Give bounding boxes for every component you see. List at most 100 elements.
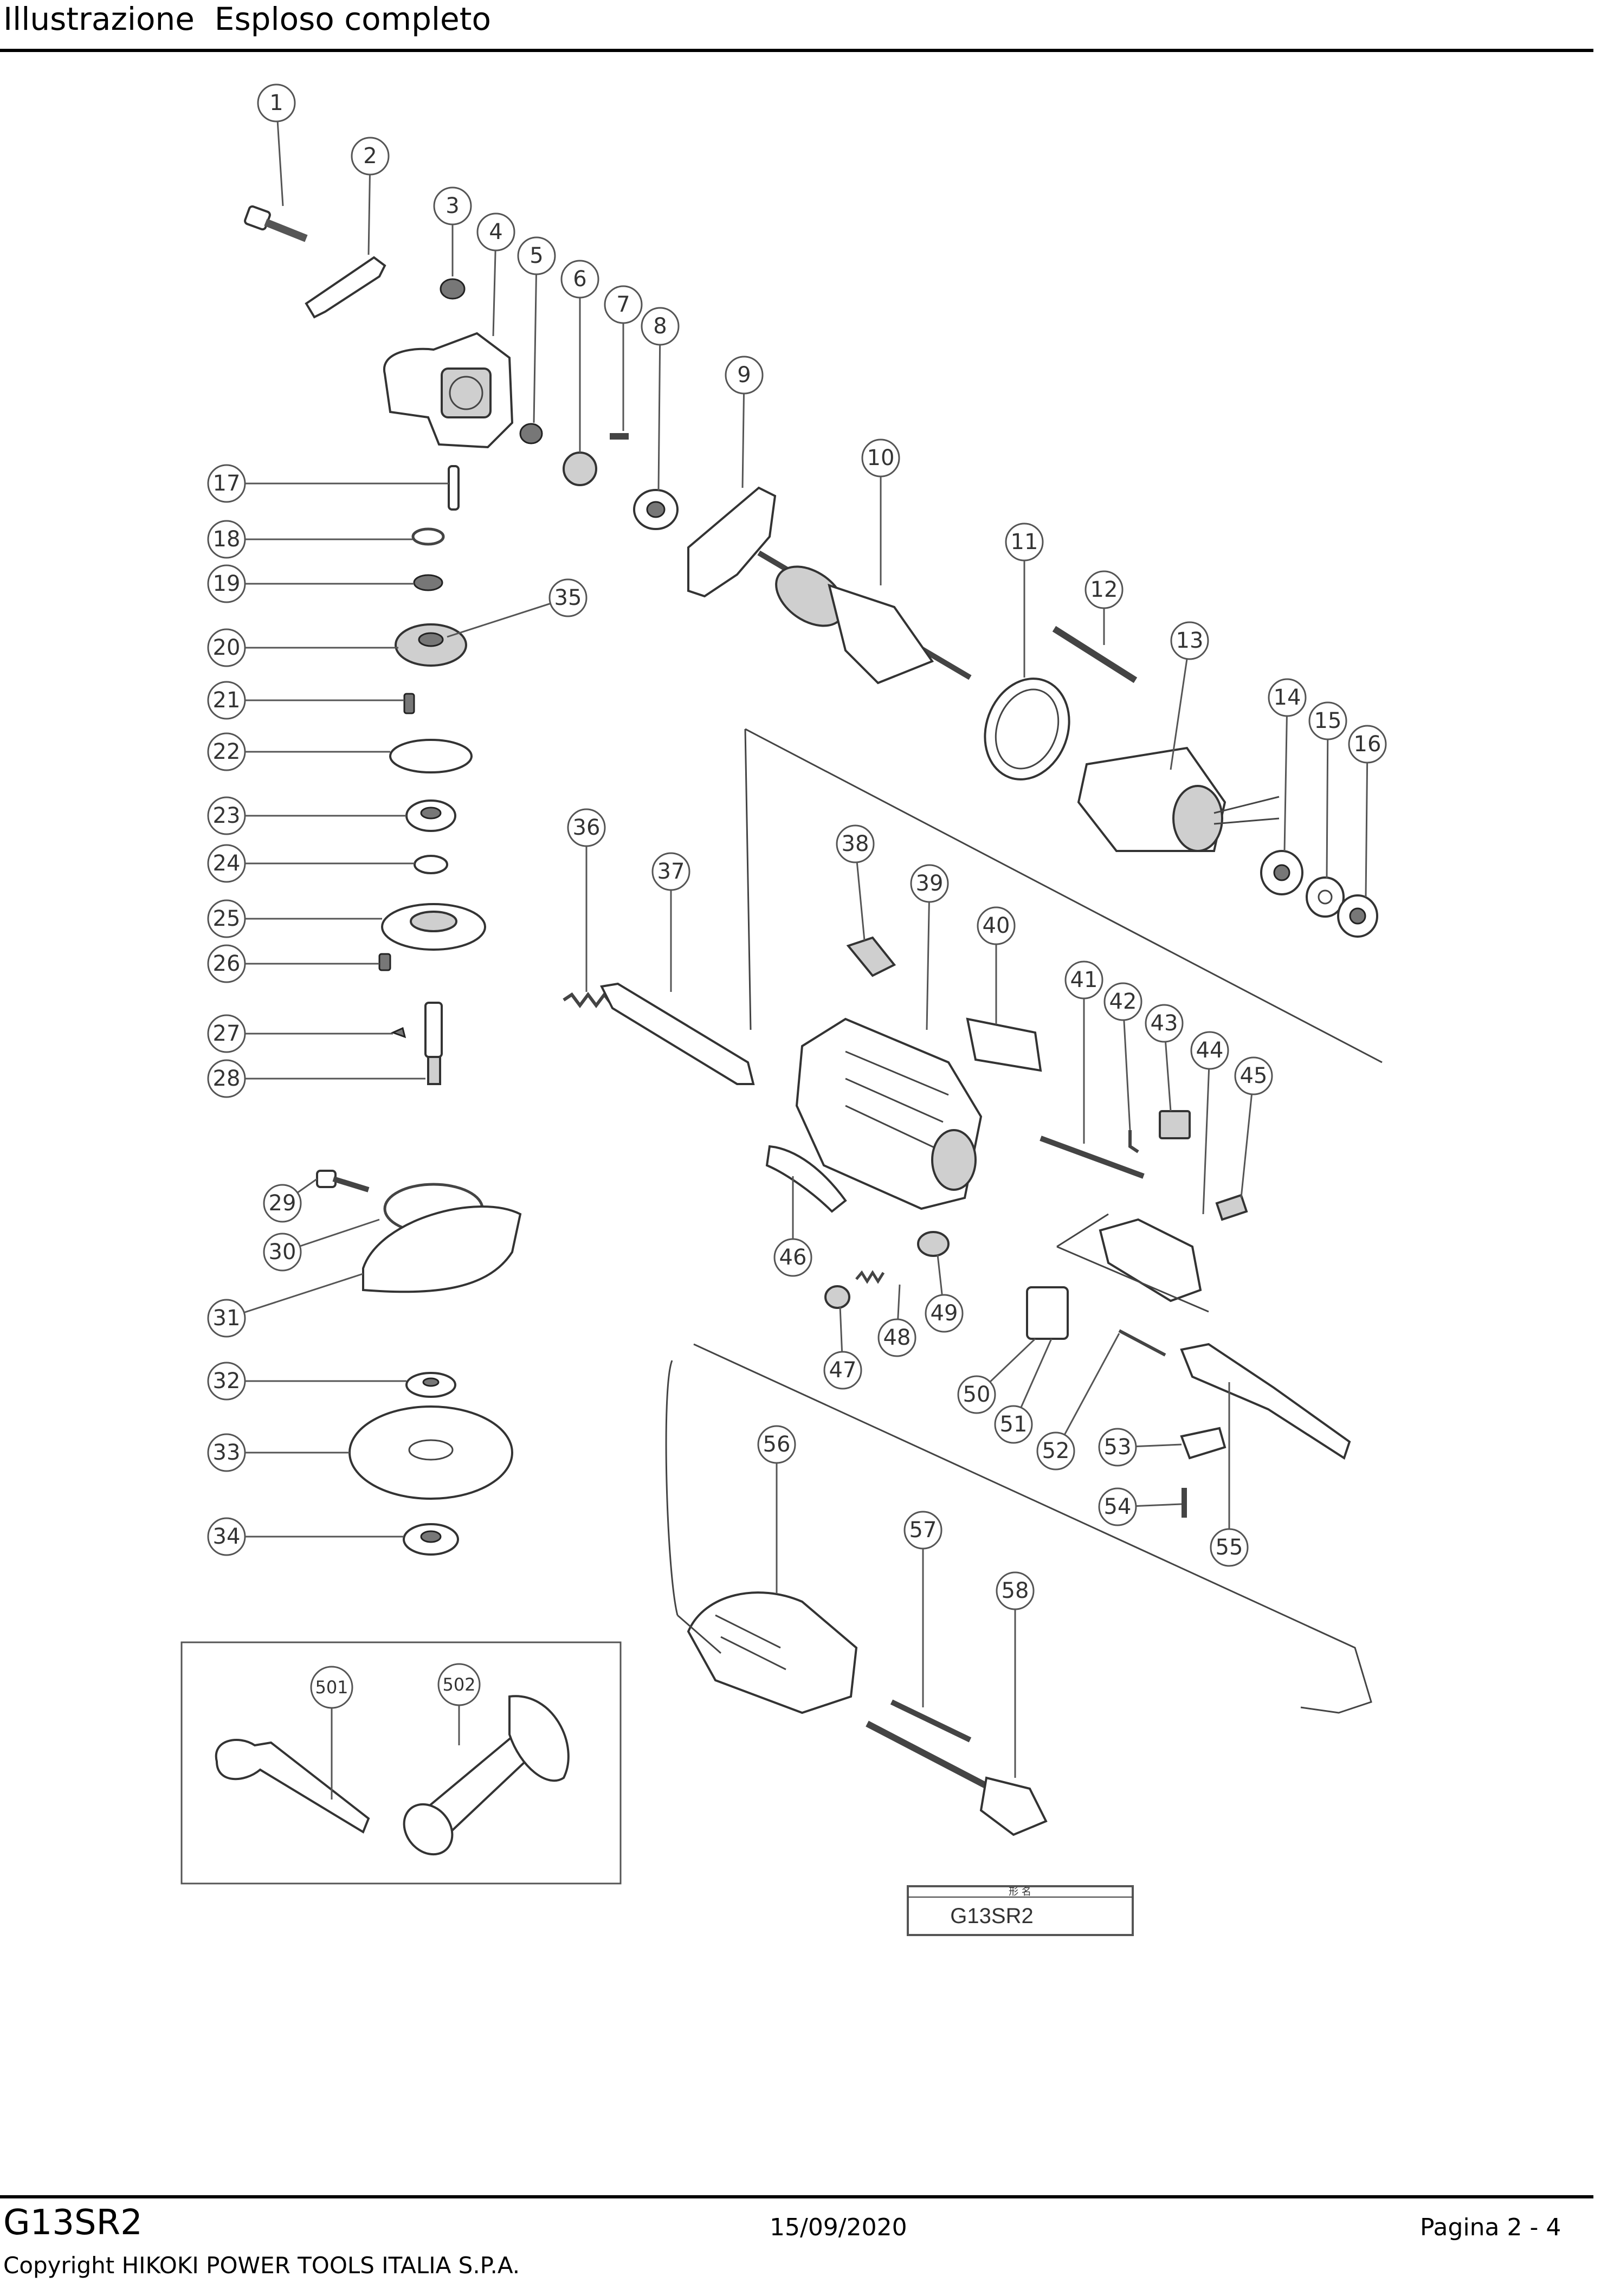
part-callout-53: 53 [1098, 1428, 1137, 1467]
part-callout-number: 47 [829, 1358, 857, 1383]
footer-date: 15/09/2020 [770, 2214, 907, 2241]
part-callout-circle [1103, 982, 1142, 1021]
part-callout-number: 7 [616, 292, 630, 317]
part-side-handle-502 [403, 1695, 570, 1856]
part-callout-26: 26 [207, 944, 246, 983]
part-callout-circle [567, 808, 606, 847]
part-callout-56: 56 [757, 1425, 796, 1464]
part-callout-number: 10 [867, 446, 895, 470]
part-callout-number: 21 [213, 688, 241, 713]
part-callout-circle [1005, 523, 1044, 562]
title-block [907, 1885, 1134, 1936]
part-callout-circle [861, 438, 900, 478]
part-callout-number: 57 [909, 1518, 937, 1543]
part-callout-37: 37 [651, 852, 690, 891]
part-callout-52: 52 [1036, 1431, 1075, 1471]
part-callout-number: 55 [1216, 1535, 1243, 1560]
part-callout-4: 4 [476, 212, 515, 251]
part-callout-32: 32 [207, 1362, 246, 1401]
part-callout-number: 17 [213, 471, 241, 496]
part-callout-number: 37 [657, 859, 685, 884]
part-callout-number: 28 [213, 1066, 241, 1091]
footer-model: G13SR2 [3, 2203, 143, 2243]
part-callout-number: 27 [213, 1021, 241, 1046]
part-callout-circle [1098, 1487, 1137, 1526]
part-callout-1: 1 [257, 83, 296, 122]
part-spring-48 [855, 1270, 885, 1284]
part-callout-number: 15 [1314, 708, 1342, 733]
part-cord-armor-55 [1180, 1343, 1351, 1460]
part-callout-number: 32 [213, 1369, 241, 1394]
part-callout-circle [1234, 1056, 1273, 1095]
part-callout-circle [903, 1511, 942, 1550]
part-callout-circle [925, 1294, 964, 1333]
part-capacitor-43 [1159, 1110, 1191, 1139]
part-callout-circle [207, 1299, 246, 1338]
part-callout-501: 501 [310, 1666, 353, 1709]
part-pinion-6 [563, 452, 597, 486]
part-screw-1 [244, 205, 308, 242]
part-packing-gland-25 [381, 903, 486, 951]
leader-line-45 [1240, 1075, 1255, 1198]
part-callout-number: 46 [779, 1245, 807, 1270]
leader-line-13 [1170, 640, 1191, 770]
part-callout-circle [263, 1233, 302, 1272]
part-callout-circle [548, 578, 588, 617]
part-callout-number: 14 [1274, 685, 1301, 710]
part-callout-circle [437, 1663, 481, 1706]
part-label-40 [966, 1017, 1042, 1072]
part-callout-number: 6 [573, 267, 586, 292]
part-inner-cover-9 [687, 486, 777, 598]
part-key-21 [403, 693, 415, 714]
part-callout-number: 48 [883, 1325, 911, 1350]
part-callout-35: 35 [548, 578, 588, 617]
part-plate-38 [846, 936, 896, 977]
part-callout-number: 23 [213, 803, 241, 828]
part-ring-5 [519, 423, 543, 444]
part-callout-13: 13 [1170, 621, 1209, 660]
part-callout-6: 6 [560, 260, 599, 299]
part-wheel-washer-32 [405, 1372, 456, 1398]
part-callout-9: 9 [725, 356, 764, 395]
part-callout-36: 36 [567, 808, 606, 847]
part-brush-49 [917, 1231, 950, 1257]
part-brush-holder-44 [1099, 1218, 1202, 1302]
part-callout-15: 15 [1308, 701, 1347, 740]
part-callout-number: 51 [1000, 1412, 1028, 1437]
part-callout-number: 43 [1151, 1011, 1178, 1036]
part-callout-circle [1308, 701, 1347, 740]
part-lever-37 [600, 982, 755, 1085]
part-callout-34: 34 [207, 1517, 246, 1556]
part-callout-number: 29 [269, 1191, 296, 1216]
part-callout-number: 13 [1176, 628, 1204, 653]
part-callout-circle [351, 137, 390, 176]
part-connector-45 [1215, 1194, 1248, 1221]
part-cover-46 [765, 1145, 847, 1213]
part-callout-3: 3 [433, 186, 472, 225]
part-callout-50: 50 [957, 1375, 996, 1414]
part-cap-47 [824, 1285, 850, 1309]
part-callout-circle [1064, 960, 1103, 999]
part-callout-5: 5 [517, 236, 556, 275]
part-callout-circle [1348, 725, 1387, 764]
part-callout-39: 39 [910, 864, 949, 903]
leader-line-35 [447, 597, 569, 638]
part-callout-number: 54 [1104, 1494, 1132, 1519]
leader-line-39 [926, 883, 931, 1030]
part-callout-number: 41 [1070, 968, 1098, 992]
part-callout-33: 33 [207, 1433, 246, 1472]
part-callout-number: 45 [1240, 1063, 1268, 1088]
part-lead-52 [1118, 1329, 1166, 1357]
part-callout-38: 38 [836, 824, 875, 863]
part-callout-number: 9 [737, 363, 751, 388]
part-callout-circle [517, 236, 556, 275]
part-callout-number: 8 [653, 314, 667, 339]
part-callout-circle [560, 260, 599, 299]
part-bearing-23 [405, 799, 456, 832]
part-callout-44: 44 [1190, 1031, 1229, 1070]
part-bearing-8 [633, 489, 679, 530]
part-depressed-wheel-33 [348, 1405, 513, 1500]
part-callout-number: 5 [530, 243, 543, 268]
part-callout-29: 29 [263, 1184, 302, 1223]
part-callout-number: 2 [363, 144, 377, 169]
